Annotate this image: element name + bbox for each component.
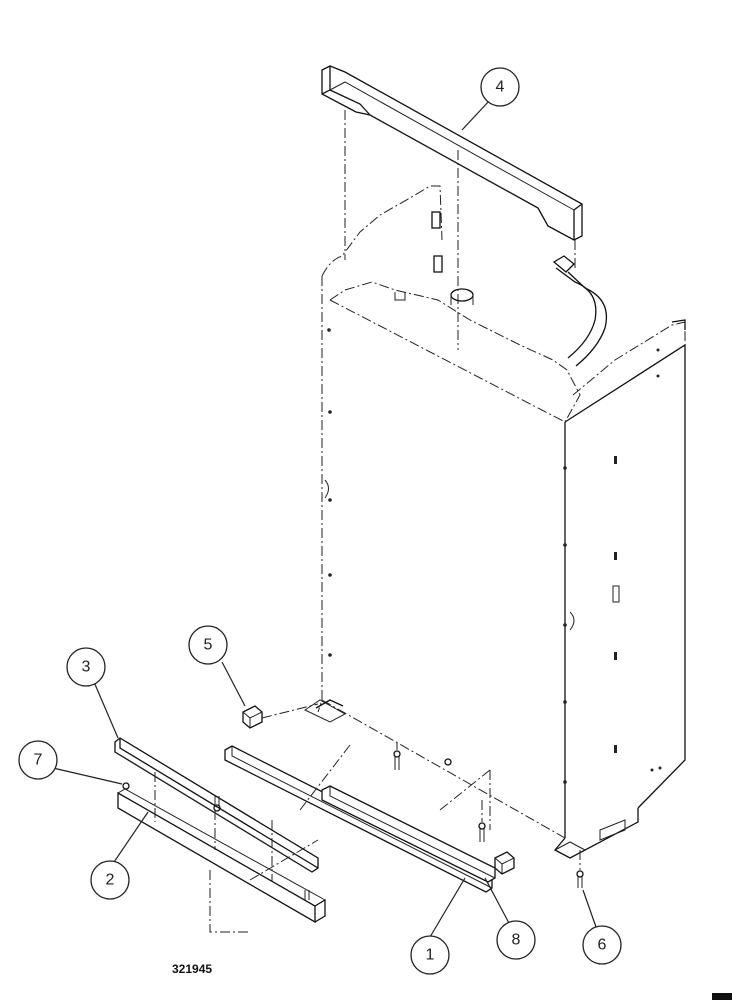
callout-8: 8 <box>496 920 536 960</box>
callout-2-label: 2 <box>106 872 115 889</box>
clip-lower <box>494 851 515 875</box>
radiator-shroud <box>303 185 686 859</box>
callout-7: 7 <box>18 740 58 780</box>
callout-3: 3 <box>66 647 106 687</box>
seal-part-1 <box>299 744 496 883</box>
bolts-middle <box>393 742 486 842</box>
callout-6: 6 <box>582 925 622 965</box>
corner-mark <box>712 993 732 1000</box>
callout-3-label: 3 <box>82 659 91 676</box>
callout-8-label: 8 <box>512 932 521 949</box>
leader-lines <box>52 99 597 938</box>
callout-2: 2 <box>90 860 130 900</box>
drawing-number: 321945 <box>172 962 213 976</box>
callout-1-label: 1 <box>426 947 435 964</box>
seal-part-8 <box>224 745 493 893</box>
callout-1: 1 <box>410 935 450 975</box>
bracket-part-2 <box>117 772 326 933</box>
callout-7-label: 7 <box>34 752 43 769</box>
callout-6-label: 6 <box>598 937 607 954</box>
callout-5-label: 5 <box>204 637 213 654</box>
callout-4: 4 <box>480 67 520 107</box>
top-bar-part-4 <box>321 65 583 350</box>
callout-4-label: 4 <box>496 79 505 96</box>
callout-5: 5 <box>188 625 228 665</box>
bolt-part-6 <box>576 850 584 888</box>
clip-part-5 <box>242 703 319 729</box>
